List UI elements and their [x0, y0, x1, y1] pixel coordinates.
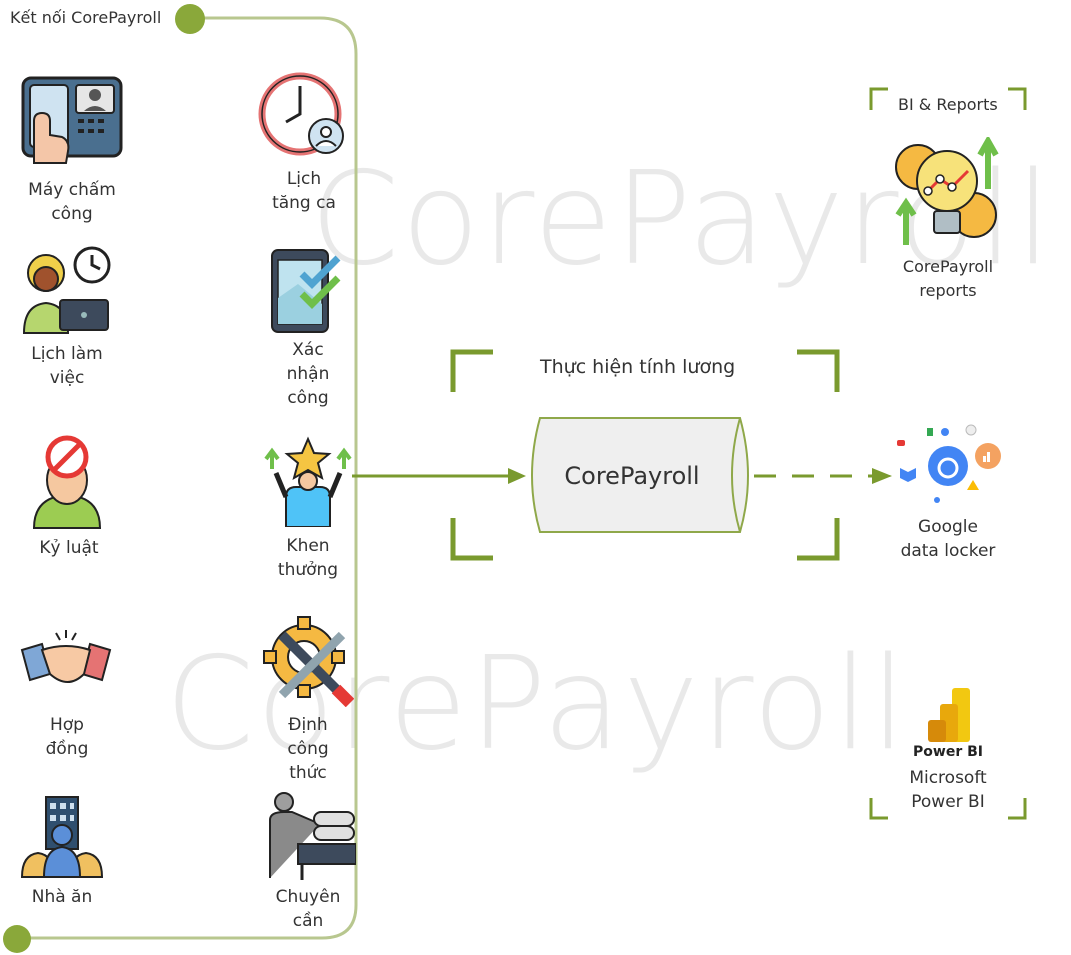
overtime-clock-icon — [258, 72, 344, 156]
reports-label: CorePayroll reports — [902, 257, 994, 300]
worker-laptop-icon — [22, 246, 111, 334]
reward-star-icon — [264, 436, 352, 527]
left-item-label-5: Nhà ăn — [31, 887, 93, 907]
gear-tools-icon — [263, 616, 354, 707]
output-arrow — [754, 468, 892, 484]
report-bulb-icon — [895, 137, 999, 245]
right-item-label-4: Định công thức — [287, 715, 329, 783]
power-bi-brand: Power BI — [913, 744, 983, 760]
panel-title: Kết nối CorePayroll — [10, 8, 162, 27]
center-brackets — [450, 349, 840, 561]
right-item-label-1: Lịch tăng ca — [272, 169, 336, 213]
panel-border — [18, 16, 358, 940]
locker-label: Google data locker — [900, 517, 996, 561]
right-item-label-5: Chuyên cần — [275, 887, 341, 931]
checklist-phone-icon — [271, 249, 341, 333]
left-item-label-3: Kỷ luật — [39, 538, 99, 558]
left-item-label-4: Hợp đồng — [45, 715, 89, 759]
bi-brackets — [869, 87, 1027, 820]
input-arrow — [352, 468, 526, 484]
corepayroll-cylinder — [531, 417, 749, 533]
fingerprint-scanner-icon — [21, 76, 123, 164]
center-caption: Thực hiện tính lương — [540, 356, 736, 378]
cylinder-label: CorePayroll — [564, 462, 700, 490]
powerbi-label: Microsoft Power BI — [909, 768, 987, 812]
left-item-label-2: Lịch làm việc — [31, 344, 103, 388]
handshake-icon — [20, 630, 112, 683]
canteen-building-icon — [20, 796, 104, 878]
power-bi-icon — [928, 688, 970, 742]
panel-top-dot — [175, 4, 205, 34]
right-item-label-3: Khen thưởng — [277, 536, 339, 580]
bi-title: BI & Reports — [898, 95, 998, 114]
presenter-icon — [269, 792, 356, 880]
right-item-label-2: Xác nhận công — [286, 340, 330, 408]
panel-bottom-dot — [3, 925, 31, 953]
google-data-locker-icon — [897, 424, 1001, 503]
left-item-label-1: Máy chấm công — [28, 180, 116, 224]
forbidden-user-icon — [32, 435, 102, 529]
